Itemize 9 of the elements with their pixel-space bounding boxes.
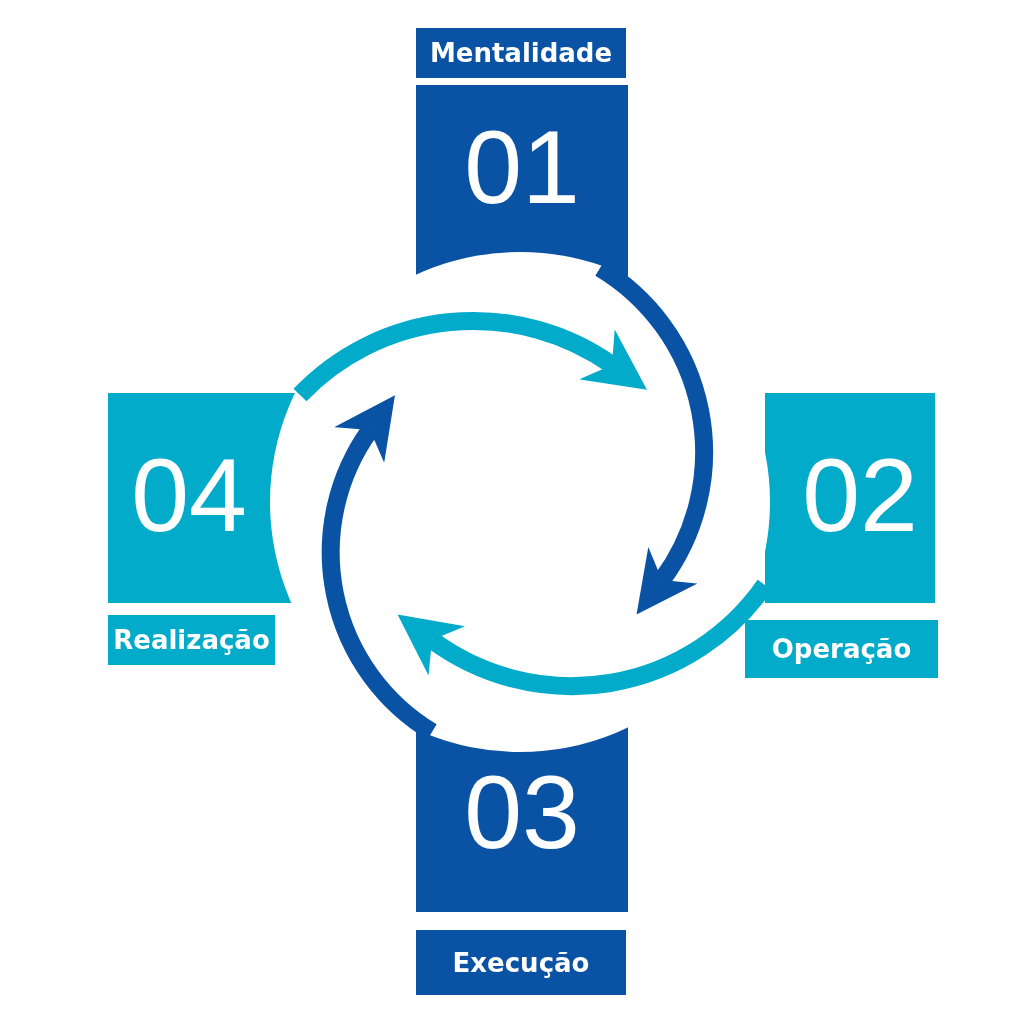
step-number: 04	[130, 443, 248, 547]
step-number: 02	[801, 443, 919, 547]
step-label: Operação	[745, 620, 938, 678]
step-label: Realização	[108, 615, 275, 665]
step-number: 01	[463, 115, 581, 219]
step-number: 03	[463, 760, 581, 864]
step-label: Execução	[416, 930, 626, 995]
curved-arrow	[293, 312, 649, 402]
step-label: Mentalidade	[416, 28, 626, 78]
